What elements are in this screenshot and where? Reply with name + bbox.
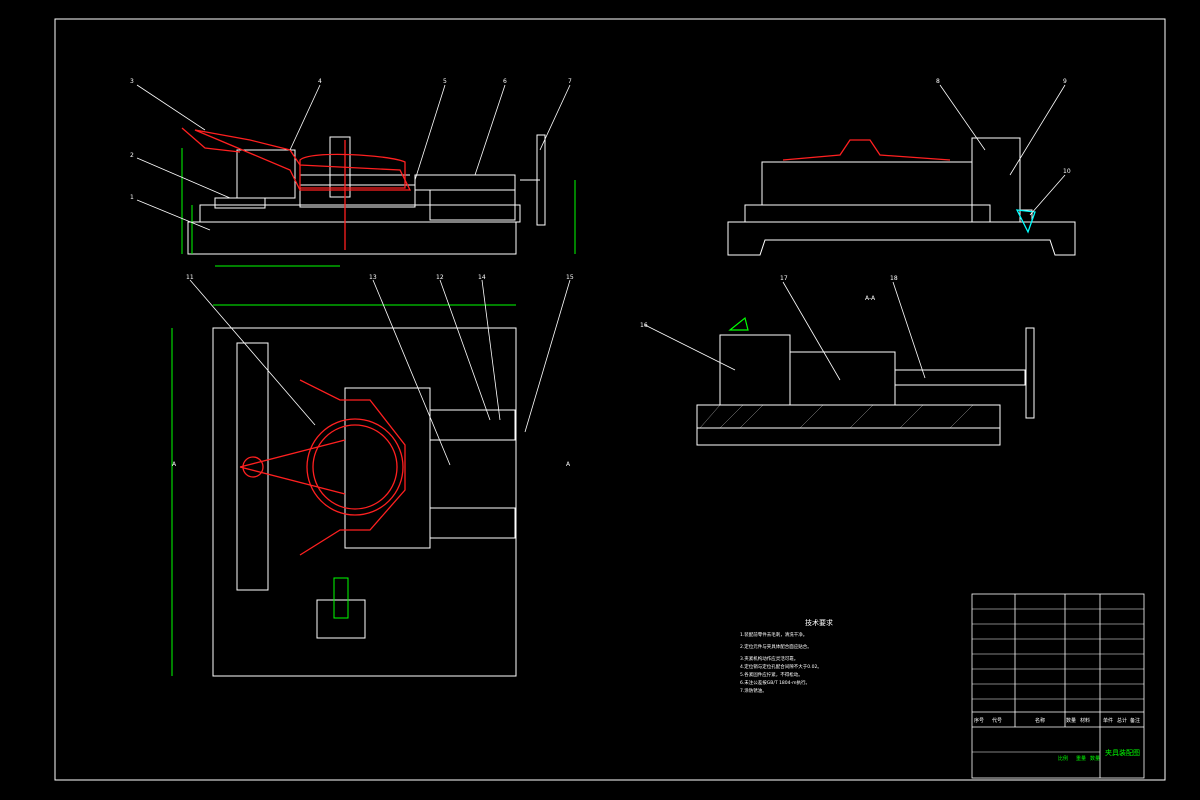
front-view [187, 134, 546, 255]
title-block-header: 材料 [1080, 717, 1090, 724]
side-view-highlight [1015, 209, 1036, 234]
drawing-frame [54, 18, 1166, 781]
title-block-header: 总计 [1117, 717, 1127, 724]
title-block-rows [972, 608, 1144, 753]
side-balloons [939, 84, 1066, 216]
title-block-header: 数量 [1066, 717, 1076, 724]
balloon-label: 12 [436, 274, 444, 281]
title-block-header: 代号 [992, 717, 1002, 724]
balloon-label: 2 [130, 152, 134, 159]
top-balloons [189, 279, 571, 466]
balloon-label: 15 [566, 274, 574, 281]
requirement-line: 3.夹紧机构动作应灵活可靠。 [740, 655, 798, 662]
front-view-parts [181, 127, 412, 250]
balloon-label: 3 [130, 78, 134, 85]
balloon-label: 16 [640, 322, 648, 329]
scale-label: 重量 [1076, 755, 1086, 762]
scale-label: 比例 [1058, 755, 1068, 762]
title-block-header: 单件 [1103, 717, 1113, 724]
section-mark-left: A [172, 461, 177, 468]
balloon-label: 9 [1063, 78, 1067, 85]
side-view [727, 137, 1076, 256]
top-view-dimensions [171, 304, 516, 676]
section-hatch [699, 404, 974, 429]
balloon-label: 5 [443, 78, 447, 85]
title-block-drawing-name: 夹具装配图 [1105, 748, 1140, 757]
requirement-line: 6.未注公差按GB/T 1804-m执行。 [740, 679, 810, 686]
scale-label: 数量 [1090, 755, 1100, 762]
section-view [696, 327, 1035, 446]
balloon-label: 18 [890, 275, 898, 282]
section-balloons [644, 281, 926, 381]
requirement-line: 2.定位元件与夹具体配合面应贴合。 [740, 643, 812, 650]
title-block-header: 序号 [974, 717, 984, 724]
requirement-line: 5.各紧固件应拧紧，不得松动。 [740, 671, 803, 678]
requirement-line: 7.涂防锈油。 [740, 687, 767, 694]
balloon-label: 14 [478, 274, 486, 281]
balloon-label: 1 [130, 194, 134, 201]
top-view [212, 327, 517, 677]
section-title: A-A [865, 295, 876, 302]
balloon-label: 17 [780, 275, 788, 282]
top-view-parts [239, 379, 406, 556]
requirement-line: 1.装配前零件去毛刺，清洗干净。 [740, 631, 807, 638]
front-balloons [136, 84, 571, 231]
title-block-header: 备注 [1130, 717, 1140, 724]
balloon-label: 7 [568, 78, 572, 85]
balloon-label: 10 [1063, 168, 1071, 175]
title-block-header: 名称 [1035, 717, 1045, 724]
technical-requirements-title: 技术要求 [805, 618, 833, 627]
title-block [971, 593, 1145, 779]
section-highlight [728, 316, 749, 331]
balloon-label: 8 [936, 78, 940, 85]
balloon-label: 6 [503, 78, 507, 85]
balloon-label: 13 [369, 274, 377, 281]
side-view-parts [782, 139, 951, 161]
section-mark-right: A [566, 461, 571, 468]
requirement-line: 4.定位销与定位孔配合间隙不大于0.02。 [740, 663, 822, 670]
balloon-label: 4 [318, 78, 322, 85]
front-view-dimensions [181, 148, 576, 267]
balloon-label: 11 [186, 274, 194, 281]
